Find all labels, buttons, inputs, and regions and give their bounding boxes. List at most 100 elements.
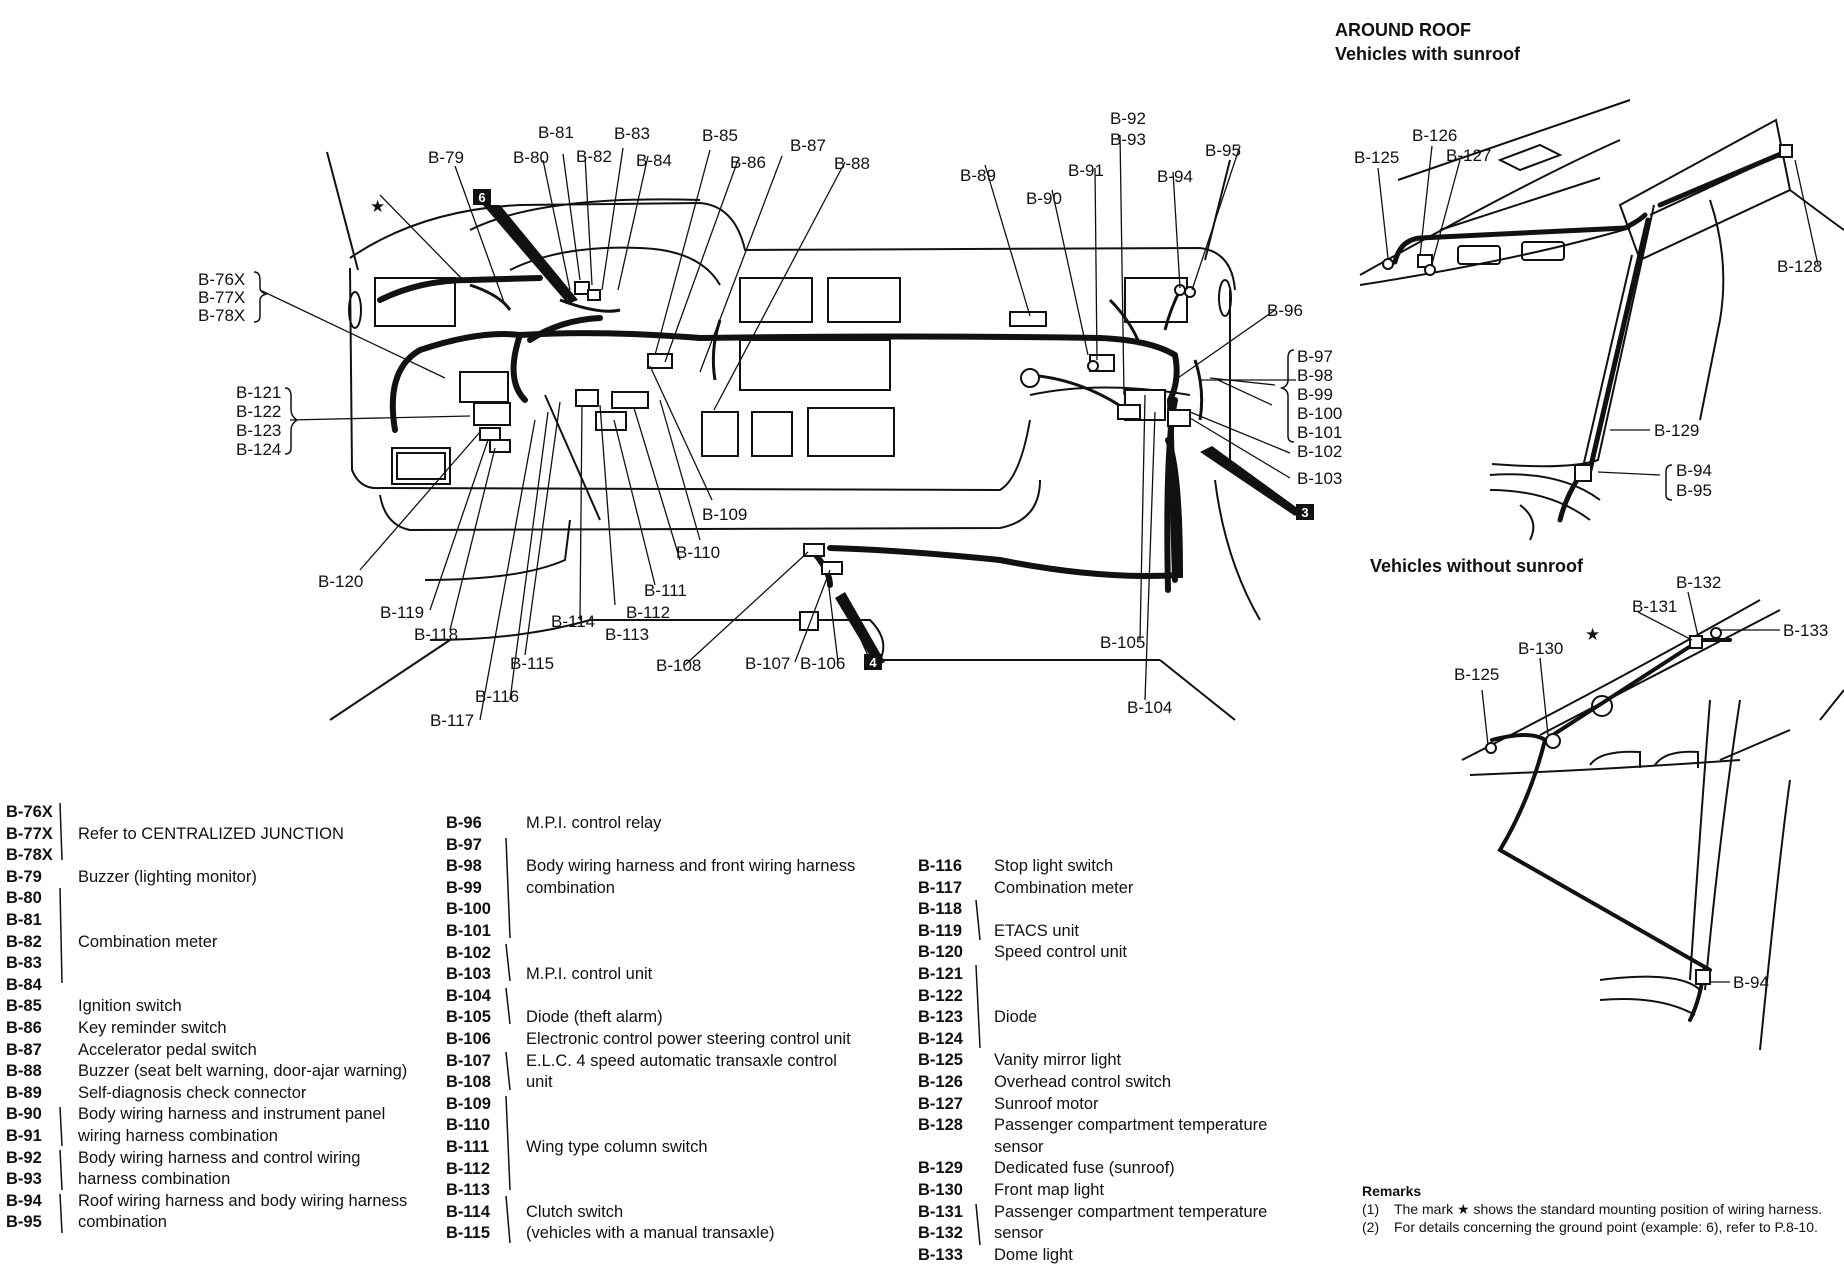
legend-desc: (vehicles with a manual transaxle) — [526, 1224, 775, 1243]
label-b125-nosunroof: B-125 — [1454, 665, 1499, 684]
legend-desc: Wing type column switch — [526, 1137, 708, 1156]
legend-row: sensor — [918, 1137, 1267, 1159]
label-b93: B-93 — [1110, 130, 1146, 149]
legend-desc: Key reminder switch — [78, 1018, 227, 1037]
roof-sunroof-connectors — [1382, 144, 1793, 482]
legend-row: B-100 — [446, 899, 855, 921]
label-b76x: B-76X — [198, 270, 245, 289]
label-b89: B-89 — [960, 166, 996, 185]
legend-code: B-110 — [446, 1116, 491, 1135]
legend-row: B-112 — [446, 1159, 855, 1181]
legend-code: B-89 — [6, 1083, 42, 1102]
label-b121: B-121 — [236, 383, 281, 402]
legend-code: B-102 — [446, 943, 491, 962]
legend-desc: combination — [526, 878, 615, 897]
legend-desc: Self-diagnosis check connector — [78, 1083, 307, 1102]
legend-desc: harness combination — [78, 1170, 231, 1189]
legend-row: B-118 — [918, 899, 1267, 921]
legend-code: B-77X — [6, 824, 53, 843]
label-b85: B-85 — [702, 126, 738, 145]
legend-code: B-120 — [918, 943, 963, 962]
label-b95-sunroof: B-95 — [1676, 481, 1712, 500]
label-b95: B-95 — [1205, 141, 1241, 160]
legend-code: B-113 — [446, 1181, 491, 1200]
remarks: Remarks (1) The mark ★ shows the standar… — [1362, 1182, 1832, 1236]
legend-code: B-82 — [6, 932, 42, 951]
legend-desc: unit — [526, 1073, 553, 1092]
remark-item: (2) For details concerning the ground po… — [1362, 1218, 1832, 1236]
legend-code: B-91 — [6, 1126, 42, 1145]
legend-desc: E.L.C. 4 speed automatic transaxle contr… — [526, 1051, 837, 1070]
label-b108: B-108 — [656, 656, 701, 675]
legend-code: B-79 — [6, 867, 42, 886]
legend-code: B-106 — [446, 1029, 491, 1048]
legend-desc: Dome light — [994, 1245, 1073, 1264]
label-b132: B-132 — [1676, 573, 1721, 592]
legend-code: B-123 — [918, 1008, 963, 1027]
ground-wedges — [483, 205, 1300, 666]
legend-row: B-122 — [918, 986, 1267, 1008]
roof-title: AROUND ROOF — [1335, 20, 1471, 40]
legend-desc: Diode (theft alarm) — [526, 1008, 663, 1027]
legend-code: B-99 — [446, 878, 482, 897]
ground-markers: 6 3 4 — [473, 189, 1314, 670]
legend-code: B-84 — [6, 975, 42, 994]
legend-code: B-125 — [918, 1051, 963, 1070]
legend-code: B-83 — [6, 954, 42, 973]
legend-code: B-122 — [918, 986, 963, 1005]
legend-row: B-115 (vehicles with a manual transaxle) — [446, 1223, 855, 1245]
legend-code: B-109 — [446, 1094, 491, 1113]
label-b106: B-106 — [800, 654, 845, 673]
remarks-title: Remarks — [1362, 1183, 1422, 1199]
label-b99: B-99 — [1297, 385, 1333, 404]
legend-code: B-98 — [446, 857, 482, 876]
roof-nosunroof-harness — [1490, 638, 1732, 1022]
label-b79: B-79 — [428, 148, 464, 167]
label-b127: B-127 — [1446, 146, 1491, 165]
legend-desc: Passenger compartment temperature — [994, 1202, 1268, 1221]
legend-code: B-128 — [918, 1116, 963, 1135]
remark-text: For details concerning the ground point … — [1394, 1219, 1818, 1235]
legend-row: B-84 — [6, 975, 407, 997]
legend-code: B-90 — [6, 1105, 42, 1124]
legend-row: B-78X — [6, 845, 407, 867]
legend-code: B-80 — [6, 889, 42, 908]
legend-row: B-133 Dome light — [918, 1245, 1267, 1267]
legend-code: B-111 — [446, 1137, 490, 1156]
legend-desc: Speed control unit — [994, 943, 1128, 962]
legend-row: B-89 Self-diagnosis check connector — [6, 1083, 407, 1105]
legend-code: B-133 — [918, 1245, 963, 1264]
label-b130: B-130 — [1518, 639, 1563, 658]
legend-row: B-83 — [6, 953, 407, 975]
roof-sunroof-labels: B-125 B-126 B-127 B-128 B-129 B-94 B-95 — [1354, 126, 1822, 500]
legend-code: B-88 — [6, 1062, 42, 1081]
legend-row: B-81 — [6, 910, 407, 932]
label-b87: B-87 — [790, 136, 826, 155]
roof-sunroof-leaders — [1377, 145, 1819, 476]
label-b94: B-94 — [1157, 167, 1193, 186]
label-b84: B-84 — [636, 151, 672, 170]
label-b115: B-115 — [510, 654, 554, 673]
roof-nosunroof-labels: B-125 B-130 B-131 B-132 B-133 B-94 — [1454, 573, 1828, 992]
legend-desc: Ignition switch — [78, 997, 182, 1016]
legend-row: B-111 Wing type column switch — [446, 1137, 855, 1159]
legend-code: B-115 — [446, 1224, 491, 1243]
label-b90: B-90 — [1026, 189, 1062, 208]
legend-row: B-120 Speed control unit — [918, 942, 1267, 964]
legend-desc: Vanity mirror light — [994, 1051, 1122, 1070]
label-b97: B-97 — [1297, 347, 1333, 366]
legend-row: B-97 — [446, 835, 855, 857]
